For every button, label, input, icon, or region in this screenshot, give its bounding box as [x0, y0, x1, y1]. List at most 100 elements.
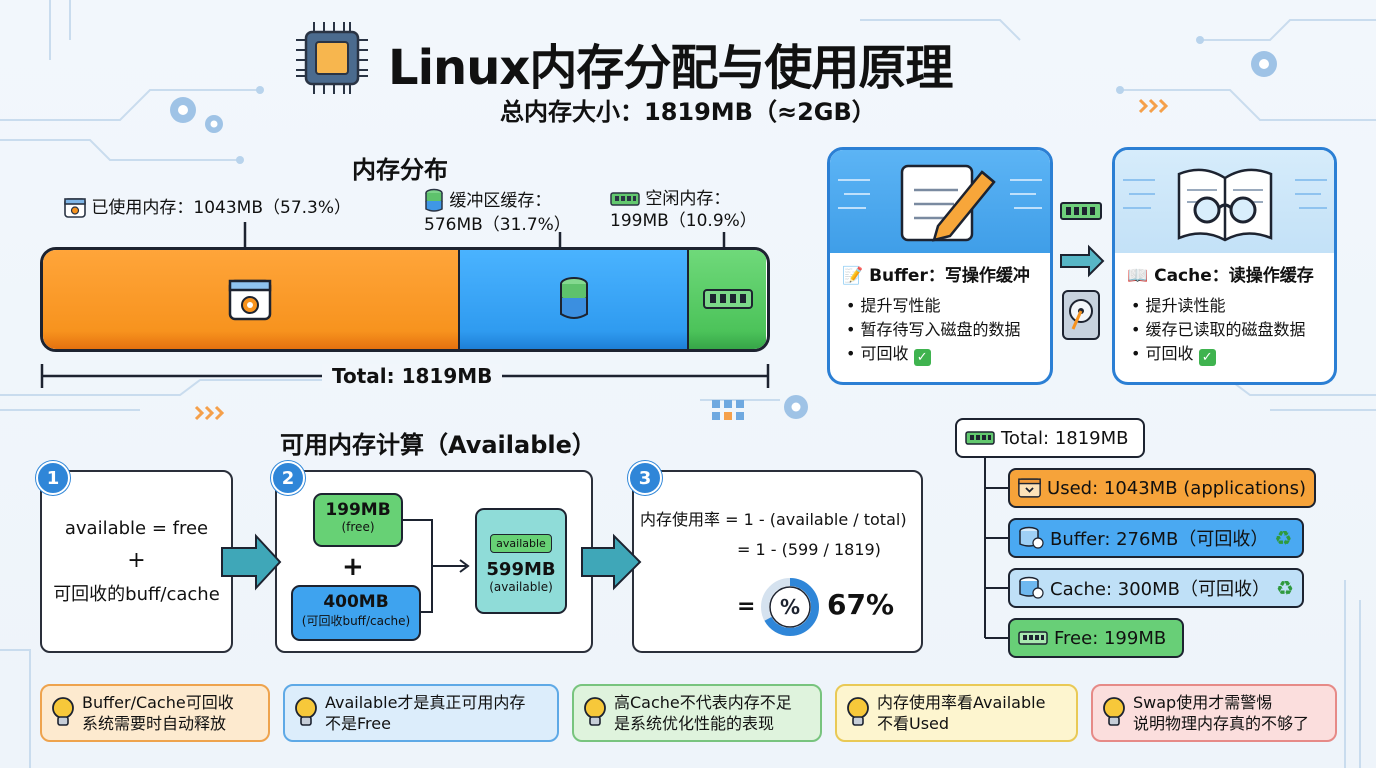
available-title: 可用内存计算（Available） — [280, 431, 596, 459]
ram-stick-icon — [1018, 631, 1048, 645]
tree-cache-text: Cache: 300MB（可回收） — [1050, 579, 1270, 600]
cache-card-title-text: Cache：读操作缓存 — [1154, 266, 1314, 286]
tree-used-text: Used: 1043MB (applications) — [1047, 477, 1306, 499]
available-sub: (available) — [489, 580, 553, 594]
used-memory-label: 已使用内存：1043MB（57.3%） — [64, 197, 351, 219]
ram-stick-icon — [702, 288, 753, 309]
page-subtitle: 总内存大小：1819MB（≈2GB） — [500, 98, 876, 126]
buffer-card-title: 📝 Buffer：写操作缓冲 — [842, 261, 1050, 286]
tree-total: Total: 1819MB — [955, 418, 1145, 458]
lightbulb-icon — [52, 697, 74, 726]
formula-line2: 可回收的buff/cache — [53, 584, 220, 605]
available-result: available 599MB (available) — [475, 508, 567, 614]
memory-bar — [40, 247, 770, 352]
list-item: 提升写性能 — [846, 294, 1050, 318]
segment-free — [687, 250, 767, 349]
buffer-card: 📝 Buffer：写操作缓冲 提升写性能 暂存待写入磁盘的数据 可回收 ✓ — [827, 147, 1053, 385]
app-settings-icon — [229, 279, 272, 320]
cache-sub: (可回收buff/cache) — [301, 614, 411, 628]
tree-buffer-text: Buffer: 276MB（可回收） — [1050, 529, 1269, 550]
tree-free: Free: 199MB — [1008, 618, 1184, 658]
lightbulb-icon — [847, 697, 869, 726]
tip-card: 高Cache不代表内存不足是系统优化性能的表现 — [572, 684, 822, 742]
cache-value-pill: 400MB (可回收buff/cache) — [291, 585, 421, 641]
segment-buffer-cache — [457, 250, 688, 349]
percent-symbol: % — [780, 595, 800, 619]
ram-stick-icon — [610, 192, 640, 206]
book-icon: 📖 — [1127, 266, 1149, 286]
app-window-icon — [1018, 478, 1041, 498]
step2-plus: + — [342, 552, 364, 582]
step3-badge: 3 — [628, 461, 662, 495]
segment-used — [43, 250, 458, 349]
cpu-chip-icon — [296, 22, 368, 94]
hard-disk-icon — [1062, 290, 1100, 340]
list-item-text: 可回收 — [1145, 344, 1194, 363]
book-glasses-icon — [1123, 168, 1327, 242]
tip-line1: 高Cache不代表内存不足 — [614, 693, 792, 712]
arrow-right-icon — [1060, 244, 1105, 278]
free-value: 199MB — [325, 500, 391, 520]
memo-icon: 📝 — [842, 266, 864, 286]
tree-buffer: Buffer: 276MB（可回收） ♻ — [1008, 518, 1304, 558]
database-icon — [559, 276, 588, 319]
tip-line1: Available才是真正可用内存 — [325, 693, 526, 712]
step1-badge: 1 — [36, 461, 70, 495]
free-sub: (free) — [341, 520, 375, 534]
list-item: 暂存待写入磁盘的数据 — [846, 318, 1050, 342]
formula-line1: available = free — [64, 518, 209, 539]
lightbulb-icon — [584, 697, 606, 726]
buffer-cache-connector — [1060, 202, 1105, 340]
buffer-cache-text-2: 576MB（31.7%） — [424, 215, 571, 235]
cache-card-title: 📖 Cache：读操作缓存 — [1127, 261, 1334, 286]
total-memory-label: Total: 1819MB — [322, 364, 503, 388]
usage-donut: % — [761, 578, 819, 636]
used-memory-text: 已使用内存：1043MB（57.3%） — [91, 198, 352, 218]
lightbulb-icon — [295, 697, 317, 726]
available-value: 599MB — [486, 559, 556, 580]
tip-line1: Buffer/Cache可回收 — [82, 693, 234, 712]
tree-free-text: Free: 199MB — [1054, 627, 1167, 649]
tip-line2: 系统需要时自动释放 — [82, 714, 227, 733]
tip-line2: 不看Used — [877, 714, 950, 733]
free-value-pill: 199MB (free) — [313, 493, 403, 547]
page-title: Linux内存分配与使用原理 — [388, 40, 953, 96]
tip-line1: 内存使用率看Available — [877, 693, 1046, 712]
tip-card: Swap使用才需警惕说明物理内存真的不够了 — [1091, 684, 1337, 742]
tip-card: Buffer/Cache可回收系统需要时自动释放 — [40, 684, 270, 742]
app-window-icon — [64, 198, 86, 218]
list-item: 提升读性能 — [1131, 294, 1334, 318]
pencil-notepad-icon — [838, 164, 1042, 242]
tip-line2: 不是Free — [325, 714, 391, 733]
tree-total-text: Total: 1819MB — [1001, 427, 1129, 449]
database-icon — [425, 188, 443, 212]
database-icon — [1019, 526, 1044, 549]
check-icon: ✓ — [913, 349, 931, 366]
buffer-card-list: 提升写性能 暂存待写入磁盘的数据 可回收 ✓ — [846, 294, 1050, 366]
cache-card-list: 提升读性能 缓存已读取的磁盘数据 可回收 ✓ — [1131, 294, 1334, 366]
buffer-cache-label: 缓冲区缓存： 576MB（31.7%） — [424, 188, 571, 236]
usage-formula-line2: = 1 - (599 / 1819) — [737, 540, 881, 559]
database-icon — [1019, 576, 1044, 599]
buffer-card-title-text: Buffer：写操作缓冲 — [869, 266, 1030, 286]
usage-rate-value: 67% — [827, 588, 895, 621]
check-icon: ✓ — [1198, 349, 1216, 366]
free-memory-text-2: 199MB（10.9%） — [610, 211, 757, 231]
tip-line2: 说明物理内存真的不够了 — [1133, 714, 1310, 733]
ram-stick-icon — [965, 431, 995, 445]
usage-equals: = — [737, 594, 756, 619]
usage-formula-line1: 内存使用率 = 1 - (available / total) — [640, 510, 907, 529]
list-item: 缓存已读取的磁盘数据 — [1131, 318, 1334, 342]
lightbulb-icon — [1103, 697, 1125, 726]
tip-card: Available才是真正可用内存不是Free — [283, 684, 559, 742]
list-item: 可回收 ✓ — [1131, 342, 1334, 366]
tree-used: Used: 1043MB (applications) — [1008, 468, 1316, 508]
formula-plus: + — [127, 548, 146, 573]
distribution-title: 内存分布 — [352, 156, 448, 184]
cache-value: 400MB — [323, 592, 389, 612]
tip-line1: Swap使用才需警惕 — [1133, 693, 1273, 712]
available-tag: available — [490, 534, 552, 553]
buffer-cache-text-1: 缓冲区缓存： — [449, 191, 552, 211]
tip-card: 内存使用率看Available 不看Used — [835, 684, 1078, 742]
recycle-icon: ♻ — [1274, 526, 1293, 550]
